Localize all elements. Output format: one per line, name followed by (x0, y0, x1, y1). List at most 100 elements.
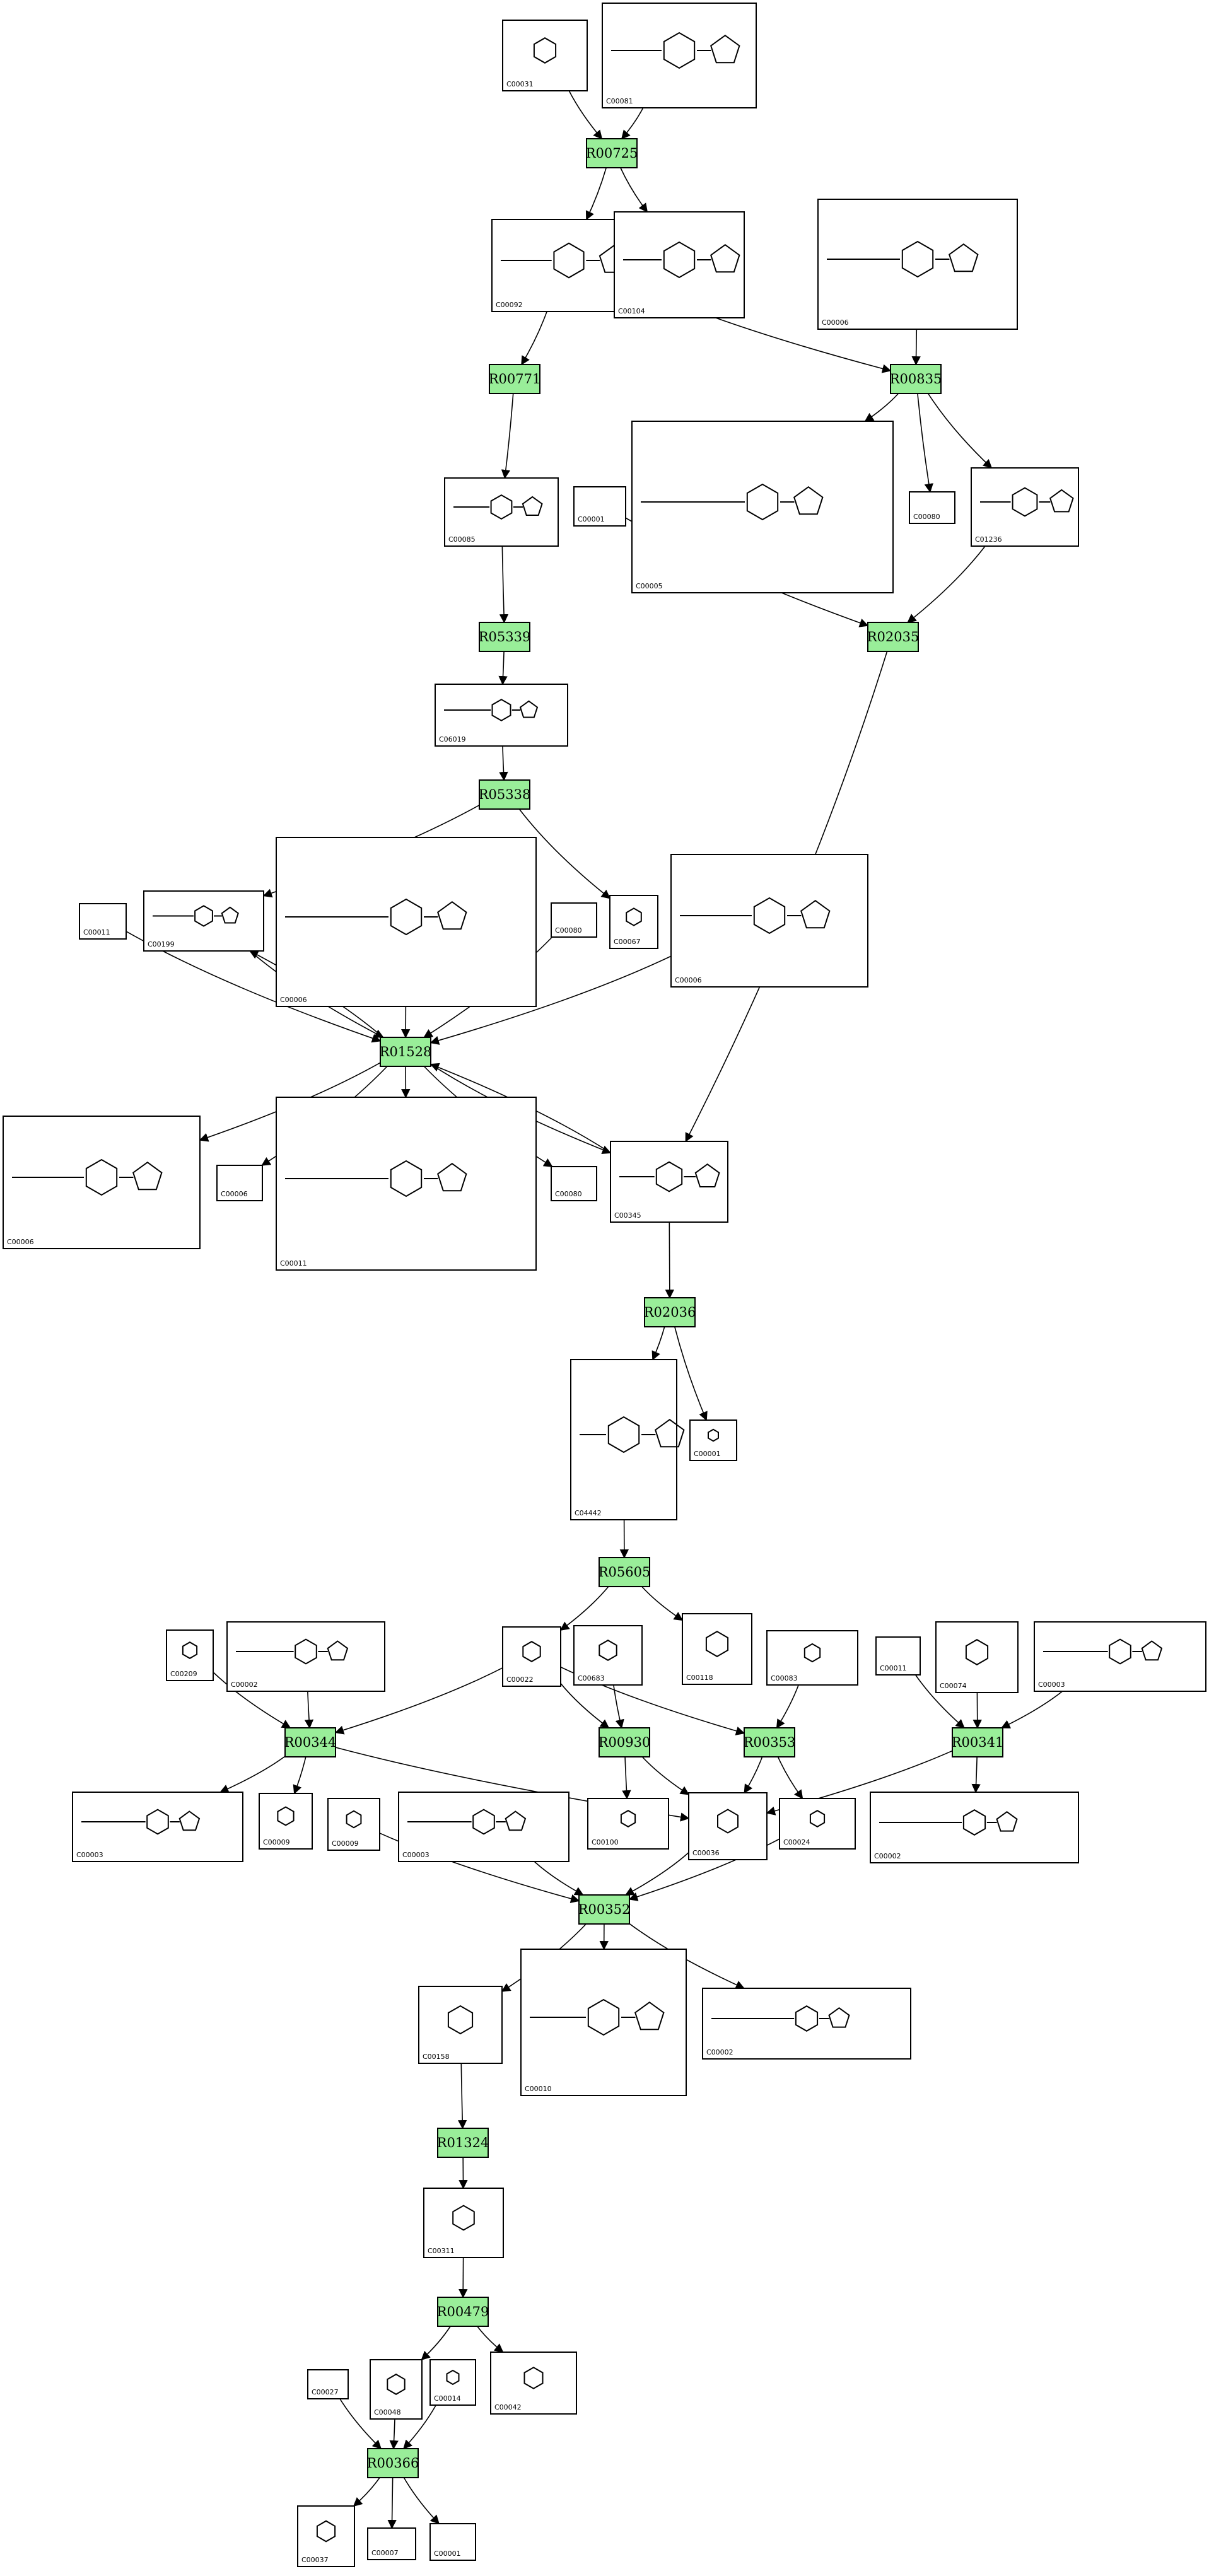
compound-node[interactable]: C00024 (779, 1798, 856, 1850)
compound-node[interactable]: C00118 (682, 1613, 752, 1685)
reaction-node[interactable]: R00479 (437, 2297, 489, 2327)
pathway-edge (293, 1756, 307, 1795)
compound-node[interactable]: C00006 (817, 199, 1018, 330)
compound-node[interactable]: C00007 (367, 2527, 416, 2560)
compound-node[interactable]: C00010 (520, 1949, 687, 2096)
structure-ring-icon (132, 1161, 163, 1191)
compound-node[interactable]: C00158 (418, 1986, 503, 2064)
compound-node[interactable]: C00003 (398, 1792, 569, 1862)
compound-box (817, 199, 1018, 330)
compound-node[interactable]: C00006 (216, 1165, 263, 1201)
compound-node[interactable]: C00022 (502, 1626, 561, 1687)
compound-node[interactable]: C00080 (551, 1166, 597, 1201)
compound-node[interactable]: C00031 (502, 20, 588, 91)
compound-node[interactable]: C00006 (276, 837, 537, 1007)
compound-id: C00006 (221, 1190, 248, 1198)
compound-id: C00209 (170, 1670, 197, 1678)
reaction-node[interactable]: R00352 (578, 1894, 631, 1925)
compound-id: C00080 (913, 513, 940, 521)
compound-node[interactable]: C00011 (79, 903, 127, 940)
compound-node[interactable]: C00067 (609, 895, 658, 949)
compound-node[interactable]: C00683 (573, 1625, 643, 1686)
compound-id: C00074 (940, 1682, 967, 1690)
compound-node[interactable]: C00100 (587, 1798, 669, 1850)
compound-node[interactable]: C00014 (429, 2359, 476, 2406)
structure-ring-icon (178, 1810, 201, 1831)
compound-node[interactable]: C00311 (423, 2188, 504, 2258)
pathway-edge (621, 107, 644, 140)
compound-node[interactable]: C00083 (766, 1630, 858, 1686)
compound-node[interactable]: C00199 (143, 890, 264, 952)
compound-box (429, 2523, 476, 2561)
compound-node[interactable]: C00104 (614, 211, 745, 318)
reaction-node[interactable]: R05605 (599, 1557, 651, 1587)
reaction-node[interactable]: R05338 (479, 779, 531, 810)
compound-node[interactable]: C00001 (689, 1419, 737, 1461)
compound-box (689, 1419, 737, 1461)
compound-node[interactable]: C00011 (875, 1636, 921, 1676)
reaction-node[interactable]: R01528 (380, 1037, 432, 1067)
compound-node[interactable]: C00085 (444, 477, 559, 547)
structure-ring-icon (655, 1161, 683, 1192)
compound-node[interactable]: C00002 (870, 1792, 1079, 1863)
reaction-node[interactable]: R00353 (744, 1727, 796, 1757)
structure-ring-icon (522, 1641, 541, 1662)
compound-box (573, 1625, 643, 1686)
compound-node[interactable]: C00006 (3, 1116, 201, 1249)
compound-node[interactable]: C00081 (602, 3, 757, 108)
reaction-id: R00835 (890, 371, 942, 387)
compound-node[interactable]: C00006 (670, 854, 868, 988)
structure-ring-icon (965, 1639, 989, 1665)
compound-node[interactable]: C00002 (226, 1621, 385, 1692)
compound-node[interactable]: C00009 (327, 1798, 380, 1851)
compound-node[interactable]: C00080 (909, 491, 955, 524)
compound-node[interactable]: C04442 (570, 1359, 685, 1520)
compound-id: C06019 (439, 735, 466, 743)
compound-node[interactable]: C00009 (259, 1793, 313, 1850)
reaction-node[interactable]: R00366 (367, 2448, 419, 2478)
pathway-edge (403, 2477, 440, 2525)
structure-ring-icon (182, 1641, 198, 1659)
compound-node[interactable]: C00042 (490, 2352, 577, 2415)
compound-box (609, 895, 658, 949)
compound-node[interactable]: C00209 (166, 1629, 214, 1681)
compound-id: C00010 (525, 2085, 552, 2093)
compound-node[interactable]: C00345 (610, 1141, 728, 1223)
compound-box (688, 1792, 768, 1860)
compound-node[interactable]: C00003 (72, 1792, 243, 1862)
reaction-node[interactable]: R02035 (867, 622, 920, 652)
compound-node[interactable]: C00002 (702, 1988, 911, 2060)
reaction-node[interactable]: R00725 (586, 138, 638, 168)
compound-box (909, 491, 955, 524)
compound-node[interactable]: C00011 (276, 1097, 537, 1271)
compound-id: C00024 (783, 1838, 810, 1846)
structure-ring-icon (505, 1810, 527, 1831)
compound-node[interactable]: C00080 (551, 902, 597, 938)
compound-node[interactable]: C00001 (573, 486, 626, 527)
structure-ring-icon (663, 241, 696, 279)
compound-node[interactable]: C00001 (429, 2523, 476, 2561)
compound-node[interactable]: C00005 (631, 421, 894, 593)
compound-node[interactable]: C00027 (307, 2369, 349, 2399)
compound-node[interactable]: C00074 (935, 1621, 1019, 1693)
reaction-node[interactable]: R02036 (644, 1297, 696, 1327)
structure-ring-icon (295, 1638, 317, 1665)
compound-node[interactable]: C00036 (688, 1792, 768, 1860)
compound-node[interactable]: C00003 (1034, 1621, 1206, 1692)
compound-id: C00036 (692, 1849, 720, 1857)
compound-node[interactable]: C00048 (370, 2359, 423, 2420)
reaction-box (437, 2128, 489, 2158)
reaction-node[interactable]: R00930 (599, 1727, 651, 1757)
pathway-edge (559, 1586, 609, 1631)
reaction-node[interactable]: R00835 (890, 364, 942, 394)
reaction-node[interactable]: R00341 (952, 1727, 1004, 1757)
reaction-node[interactable]: R00771 (489, 364, 541, 394)
compound-id: C00027 (312, 2388, 339, 2396)
structure-ring-icon (717, 1809, 739, 1834)
compound-node[interactable]: C01236 (971, 467, 1079, 547)
reaction-node[interactable]: R01324 (437, 2128, 489, 2158)
compound-node[interactable]: C06019 (435, 684, 568, 747)
reaction-node[interactable]: R00344 (284, 1727, 337, 1757)
reaction-node[interactable]: R05339 (479, 622, 531, 652)
compound-node[interactable]: C00037 (297, 2505, 355, 2567)
